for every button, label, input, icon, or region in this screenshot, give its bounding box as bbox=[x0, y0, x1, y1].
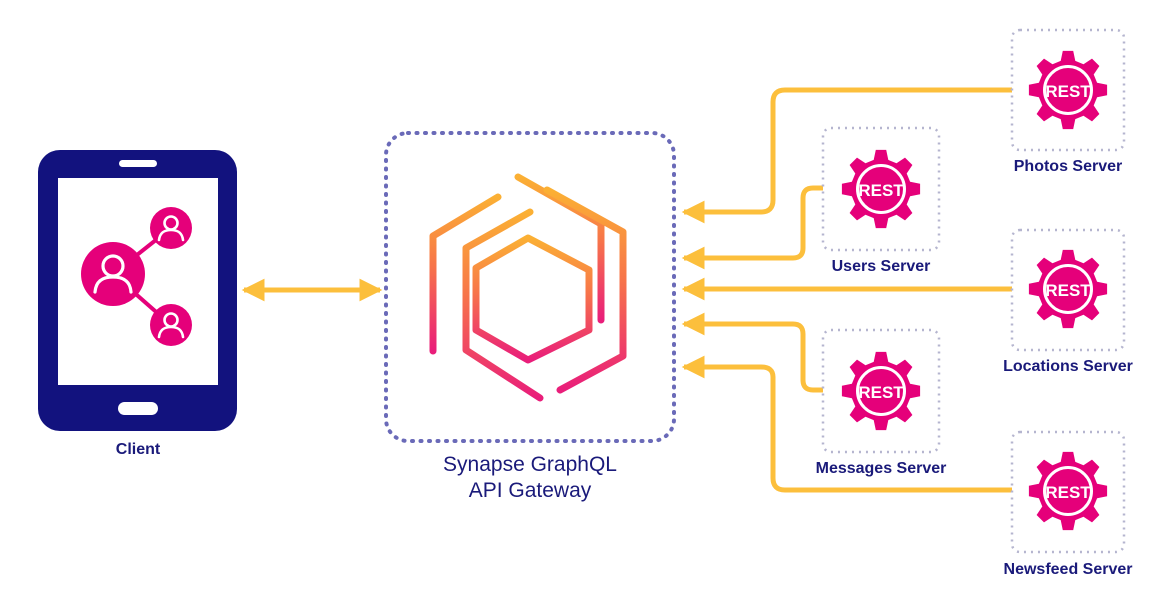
gateway-box bbox=[384, 131, 676, 443]
connector-newsfeed bbox=[681, 355, 1012, 493]
rest-badge: REST bbox=[858, 383, 904, 402]
synapse-logo bbox=[429, 173, 627, 402]
locations-server-label: Locations Server bbox=[1003, 358, 1133, 375]
service-users: REST bbox=[821, 126, 941, 252]
rest-badge: REST bbox=[1045, 483, 1091, 502]
service-messages: REST bbox=[821, 328, 941, 454]
gateway-label: Synapse GraphQL API Gateway bbox=[380, 452, 680, 504]
gateway-label-line2: API Gateway bbox=[468, 479, 592, 502]
phone-home-button bbox=[118, 402, 158, 415]
newsfeed-server-label: Newsfeed Server bbox=[1003, 561, 1133, 578]
client-phone bbox=[38, 150, 237, 431]
rest-badge: REST bbox=[858, 181, 904, 200]
gateway-label-line1: Synapse GraphQL bbox=[443, 453, 617, 476]
service-newsfeed: REST bbox=[1010, 430, 1126, 554]
service-locations: REST bbox=[1010, 228, 1126, 352]
users-server-label: Users Server bbox=[831, 258, 931, 275]
messages-server-label: Messages Server bbox=[815, 460, 947, 477]
connector-users bbox=[681, 185, 823, 270]
service-photos: REST bbox=[1010, 28, 1126, 152]
client-label: Client bbox=[115, 441, 161, 458]
rest-badge: REST bbox=[1045, 82, 1091, 101]
photos-server-label: Photos Server bbox=[1013, 158, 1123, 175]
phone-speaker bbox=[119, 160, 157, 167]
connector-messages bbox=[681, 312, 823, 393]
rest-badge: REST bbox=[1045, 281, 1091, 300]
connector-photos bbox=[681, 87, 1012, 224]
user-share-icon bbox=[81, 207, 192, 346]
connectors bbox=[681, 87, 1012, 493]
